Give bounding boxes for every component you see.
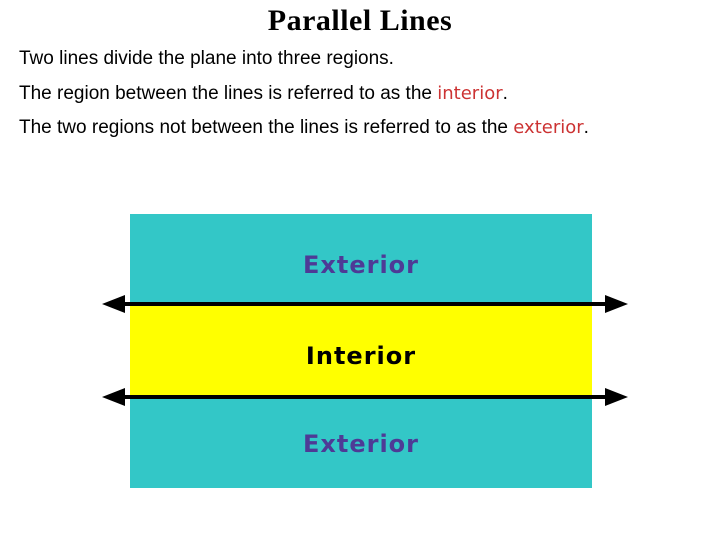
page-title: Parallel Lines (267, 4, 453, 37)
body-line-1: Two lines divide the plane into three re… (19, 48, 709, 71)
body-line-2: The region between the lines is referred… (19, 83, 709, 106)
body-line-3-highlight: exterior (513, 117, 584, 138)
body-line-3-text: The two regions not between the lines is… (19, 117, 514, 138)
body-line-2-suffix: . (502, 83, 508, 104)
interior-region (130, 304, 592, 397)
plane-rectangle (130, 214, 592, 488)
body-line-1-text: Two lines divide the plane into three re… (19, 48, 394, 69)
exterior-bottom-label: Exterior (302, 430, 419, 458)
parallel-line-top-arrow (102, 295, 628, 313)
exterior-region-top (130, 214, 592, 304)
parallel-line-bottom-arrow (102, 388, 628, 406)
exterior-region-bottom (130, 397, 592, 488)
exterior-top-label: Exterior (302, 251, 419, 279)
body-line-2-highlight: interior (437, 83, 503, 104)
body-line-2-text: The region between the lines is referred… (19, 83, 438, 104)
body-line-3: The two regions not between the lines is… (19, 117, 709, 140)
interior-label: Interior (305, 342, 417, 370)
body-line-3-suffix: . (583, 117, 589, 138)
